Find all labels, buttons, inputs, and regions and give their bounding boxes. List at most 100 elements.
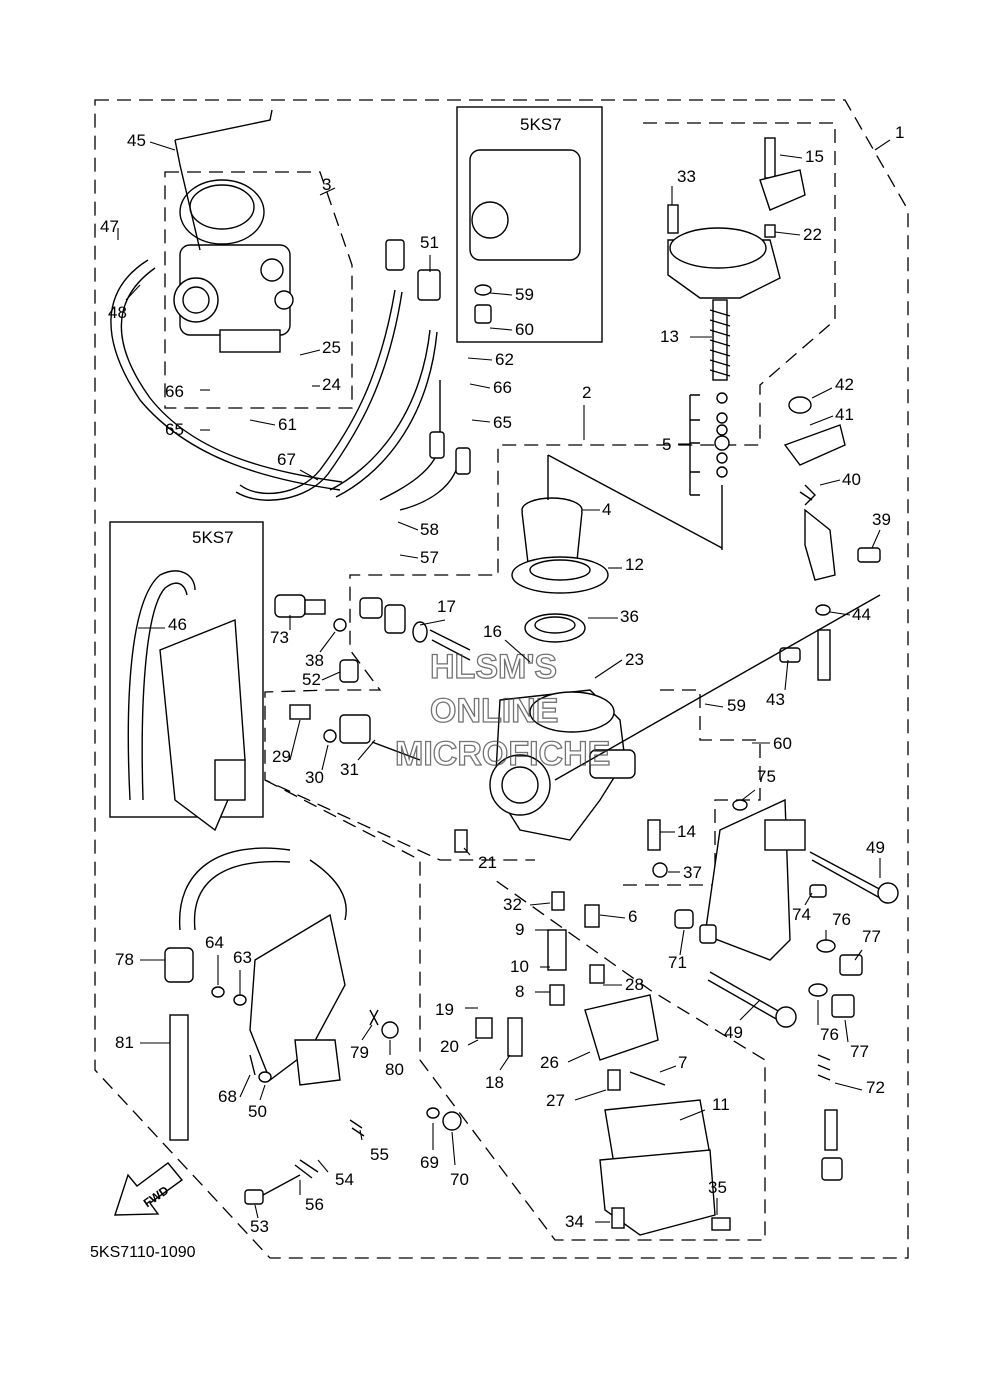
part-number-49: 49 <box>724 1023 743 1042</box>
part-number-31: 31 <box>340 760 359 779</box>
leader-line <box>567 1051 591 1063</box>
top-cap-assembly-drawing <box>667 137 806 550</box>
leader-line <box>679 929 685 956</box>
part-number-57: 57 <box>420 548 439 567</box>
lower-left-parts-drawing <box>164 847 462 1205</box>
leader-line <box>397 521 419 531</box>
inset-upper-variant-label: 5KS7 <box>520 115 562 134</box>
leader-line <box>451 1131 456 1166</box>
leader-line <box>741 789 756 801</box>
part-number-76: 76 <box>832 910 851 929</box>
part-number-76: 76 <box>820 1025 839 1044</box>
lower-subassembly-boundary <box>264 779 766 1241</box>
inset-left-variant-label: 5KS7 <box>192 528 234 547</box>
jets-and-float-drawing <box>454 819 731 1236</box>
watermark-line-2: ONLINE <box>430 692 558 730</box>
part-number-77: 77 <box>850 1042 869 1061</box>
part-number-72: 72 <box>866 1078 885 1097</box>
leader-line <box>854 949 863 961</box>
part-number-35: 35 <box>708 1178 727 1197</box>
part-number-52: 52 <box>302 670 321 689</box>
leader-line <box>774 231 801 236</box>
part-number-66: 66 <box>165 382 184 401</box>
leader-line <box>254 1204 259 1219</box>
part-number-40: 40 <box>842 470 861 489</box>
leader-line <box>463 847 471 856</box>
leader-line <box>489 292 513 296</box>
part-number-1: 1 <box>895 123 904 142</box>
part-number-26: 26 <box>540 1053 559 1072</box>
throttle-linkage-drawing <box>554 396 881 781</box>
part-number-9: 9 <box>515 920 524 939</box>
leader-line <box>834 1082 863 1091</box>
part-number-64: 64 <box>205 933 224 952</box>
part-number-3: 3 <box>322 175 331 194</box>
part-number-66: 66 <box>493 378 512 397</box>
leader-line <box>659 1065 677 1073</box>
part-number-11: 11 <box>712 1095 730 1114</box>
part-number-78: 78 <box>115 950 134 969</box>
part-number-73: 73 <box>270 628 289 647</box>
part-number-65: 65 <box>165 420 184 439</box>
part-number-77: 77 <box>862 927 881 946</box>
part-number-67: 67 <box>277 450 296 469</box>
watermark-line-1: HLSM'S <box>430 648 557 686</box>
leader-line <box>499 1054 511 1071</box>
carburetor-assembly-drawing <box>173 109 294 353</box>
leader-line <box>811 387 833 399</box>
watermark: HLSM'S ONLINE MICROFICHE <box>394 647 611 773</box>
leader-line <box>471 419 491 423</box>
leader-line <box>489 327 513 331</box>
leader-line <box>359 1129 363 1141</box>
diaphragm-assembly-drawing <box>511 454 723 643</box>
part-callouts: 1234567891011121314151617181920212223242… <box>100 123 904 1236</box>
leader-line <box>574 1089 607 1101</box>
part-number-60: 60 <box>773 734 792 753</box>
inset-box-upper <box>456 106 603 343</box>
part-number-81: 81 <box>115 1033 134 1052</box>
part-number-5: 5 <box>662 435 671 454</box>
part-number-12: 12 <box>625 555 644 574</box>
leader-line <box>594 659 623 679</box>
leader-line <box>469 383 491 389</box>
leader-line <box>319 187 336 196</box>
part-number-79: 79 <box>350 1043 369 1062</box>
leader-line <box>779 154 803 159</box>
leader-line <box>819 479 841 486</box>
leader-line <box>321 671 341 681</box>
watermark-line-3: MICROFICHE <box>395 735 610 773</box>
leader-line <box>679 1109 706 1121</box>
part-number-54: 54 <box>335 1170 354 1189</box>
part-number-68: 68 <box>218 1087 237 1106</box>
part-number-28: 28 <box>625 975 644 994</box>
leader-line <box>361 1024 373 1041</box>
part-number-6: 6 <box>628 907 637 926</box>
leader-line <box>319 631 336 653</box>
leader-line <box>239 1074 251 1098</box>
part-number-21: 21 <box>478 853 497 872</box>
inset-upper-drawing <box>469 149 581 324</box>
part-number-44: 44 <box>852 605 871 624</box>
leader-line <box>844 1019 849 1043</box>
part-number-10: 10 <box>510 957 529 976</box>
part-number-42: 42 <box>835 375 854 394</box>
part-number-69: 69 <box>420 1153 439 1172</box>
part-number-51: 51 <box>420 233 439 252</box>
part-number-46: 46 <box>168 615 187 634</box>
part-number-56: 56 <box>305 1195 324 1214</box>
leader-line <box>299 349 321 356</box>
part-number-65: 65 <box>493 413 512 432</box>
drawing-code: 5KS7110-1090 <box>90 1244 196 1261</box>
part-number-48: 48 <box>108 303 127 322</box>
part-number-7: 7 <box>678 1053 687 1072</box>
part-number-75: 75 <box>757 767 776 786</box>
part-number-59: 59 <box>515 285 534 304</box>
part-number-70: 70 <box>450 1170 469 1189</box>
leader-line <box>599 914 626 919</box>
leader-line <box>529 902 551 906</box>
wire-connectors <box>385 239 471 475</box>
part-number-50: 50 <box>248 1102 267 1121</box>
part-number-24: 24 <box>322 375 341 394</box>
